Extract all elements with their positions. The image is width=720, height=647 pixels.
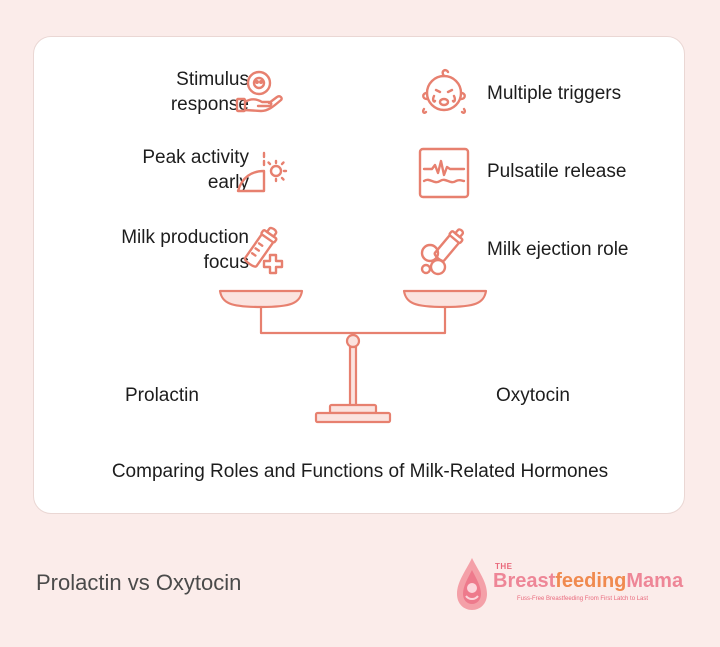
sunrise-icon xyxy=(234,147,290,203)
milk-drop-logo-icon xyxy=(457,558,487,610)
label-multiple-triggers: Multiple triggers xyxy=(487,83,622,104)
scale-base-bottom xyxy=(314,411,392,424)
diagram-caption: Comparing Roles and Functions of Milk-Re… xyxy=(111,461,609,482)
scale-post xyxy=(348,345,358,409)
left-pan xyxy=(218,289,304,309)
bottle-and-drops-icon xyxy=(416,223,472,279)
balance-scale xyxy=(218,289,488,424)
beam xyxy=(259,305,447,335)
pivot xyxy=(345,333,361,349)
label-stimulus-response: Stimulus response xyxy=(170,69,249,115)
scale-base-top xyxy=(328,403,378,415)
pulse-wave-icon xyxy=(416,145,472,201)
crying-baby-icon xyxy=(416,65,472,121)
hand-holding-baby-icon xyxy=(231,65,287,121)
brand-logo: THE BreastfeedingMama Fuss-Free Breastfe… xyxy=(455,556,695,616)
prolactin-label: Prolactin xyxy=(125,385,199,406)
baby-bottle-plus-icon xyxy=(232,221,288,277)
label-pulsatile-release: Pulsatile release xyxy=(487,161,627,182)
label-milk-production: Milk production focus xyxy=(121,227,249,273)
label-milk-ejection: Milk ejection role xyxy=(487,239,629,260)
footer-title: Prolactin vs Oxytocin xyxy=(36,570,242,595)
oxytocin-label: Oxytocin xyxy=(496,385,570,406)
right-pan xyxy=(402,289,488,309)
logo-wordmark: BreastfeedingMama xyxy=(493,570,684,592)
diagram-card: Stimulus response Peak activity early Mi… xyxy=(33,36,685,514)
